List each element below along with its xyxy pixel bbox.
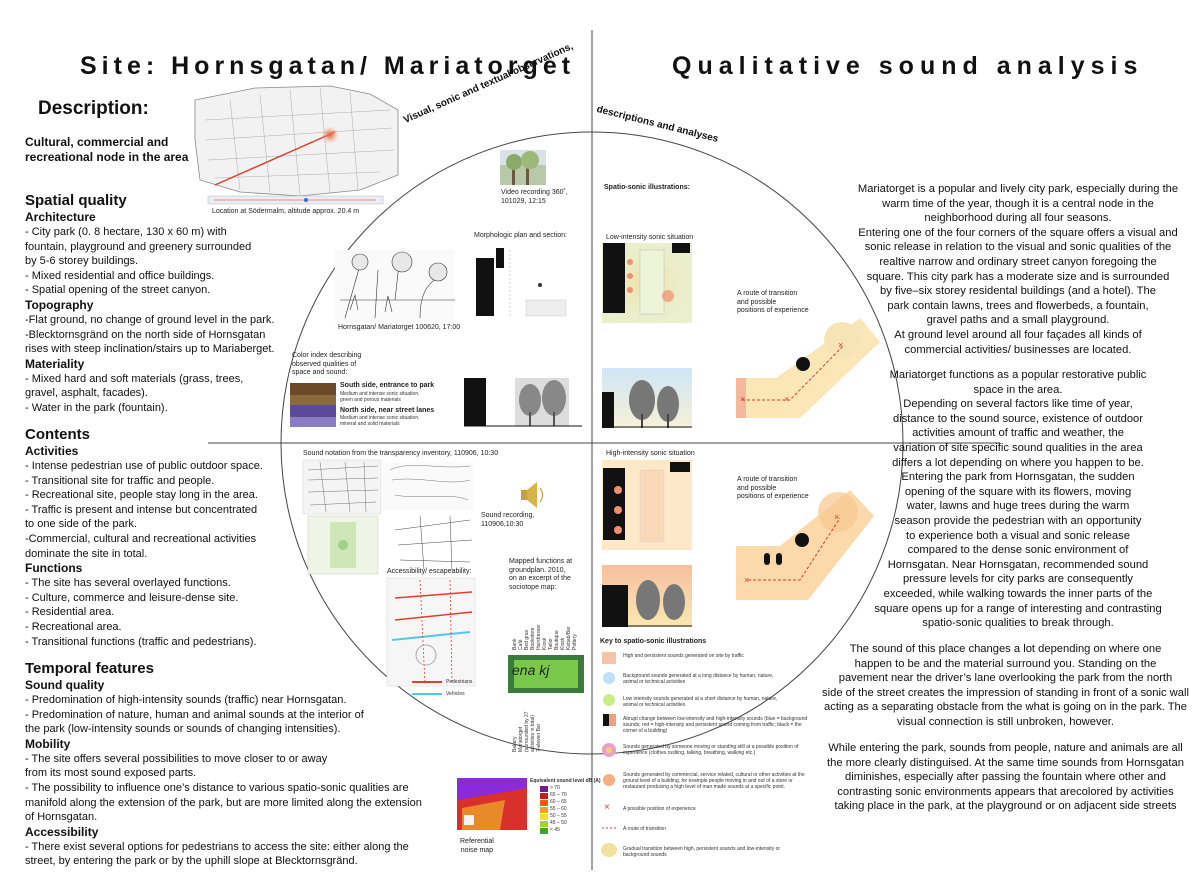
noise-caption: Referential noise map xyxy=(460,838,494,854)
low-intensity-caption: Low-intensity sonic situation xyxy=(606,234,694,241)
key-swatches: × xyxy=(601,652,617,857)
noise-legend: > 70 65 – 70 60 – 65 55 – 60 50 – 55 45 … xyxy=(550,785,567,833)
video-caption: Video recording 360˚, 101029, 12:15 xyxy=(501,189,568,205)
vehicles-label: Vehicles xyxy=(446,691,465,697)
key-item-2: Background sounds generated at a long di… xyxy=(623,673,774,685)
route-caption-upper: A route of transition and possible posit… xyxy=(737,290,809,314)
svg-text:×: × xyxy=(604,802,610,813)
temporal-block: Temporal features Sound quality - Predom… xyxy=(25,660,422,868)
svg-text:ena kj: ena kj xyxy=(512,662,550,678)
accessibility-map xyxy=(386,577,476,695)
noise-legend-title: Equivalent sound level dB (A) xyxy=(530,778,601,784)
right-paragraph-1: Mariatorget is a popular and lively city… xyxy=(857,183,1179,356)
video-still xyxy=(500,150,546,185)
right-paragraph-3: The sound of this place changes a lot de… xyxy=(822,643,1189,728)
noise-map xyxy=(457,778,548,834)
notation-caption: Sound notation from the transparency inv… xyxy=(303,450,499,457)
svg-text:×: × xyxy=(740,394,745,404)
mapped-functions-map: ena kj xyxy=(508,655,584,693)
sound-notation xyxy=(302,459,473,515)
sketch-caption: Hornsgatan/ Mariatorget 100620, 17:00 xyxy=(338,324,461,331)
analysis-title: Qualitative sound analysis xyxy=(672,52,1144,80)
location-map xyxy=(194,85,399,205)
svg-text:×: × xyxy=(834,512,839,522)
route-caption-lower: A route of transition and possible posit… xyxy=(737,476,809,500)
low-intensity-plan xyxy=(602,243,692,323)
park-sketch xyxy=(335,250,455,322)
accessibility-caption: Accessibility/ escapeability: xyxy=(387,568,472,575)
route-diagram-upper: × × × xyxy=(736,318,880,418)
right-paragraph-4: While entering the park, sounds from peo… xyxy=(827,742,1184,813)
color-index-caption: Color index describing observed qualitie… xyxy=(292,352,362,376)
section-drawing xyxy=(464,378,582,428)
spatio-caption: Spatio-sonic illustrations: xyxy=(604,184,690,191)
location-caption: Location at Södermalm, altitude approx. … xyxy=(212,208,360,215)
spatial-block: Spatial quality Architecture - City park… xyxy=(25,192,275,414)
bottom-functions: Bakery Mariatorget (surrounded by 27 act… xyxy=(512,711,542,752)
mapped-caption: Mapped functions at groundplan. 2010, on… xyxy=(509,558,573,591)
recording-caption: Sound recording, 110906,10:30 xyxy=(481,512,535,528)
svg-text:×: × xyxy=(838,340,843,350)
description-heading: Description: xyxy=(38,98,149,119)
key-item-7: A possible position of experience xyxy=(623,806,696,812)
key-item-8: A route of transition xyxy=(623,826,667,832)
key-item-6: Sounds generated by commercial, service … xyxy=(623,772,805,790)
color-index xyxy=(290,383,336,427)
high-intensity-caption: High-intensity sonic situation xyxy=(606,450,695,457)
route-diagram-lower: × × xyxy=(736,490,874,600)
key-item-1: High and persistent sounds generated on … xyxy=(623,653,744,659)
right-paragraph-2: Mariatorget functions as a popular resto… xyxy=(874,369,1162,630)
pedestrians-label: Pedestrians xyxy=(446,679,473,685)
key-heading: Key to spatio-sonic illustrations xyxy=(600,638,707,645)
svg-text:×: × xyxy=(784,394,789,404)
morph-caption: Morphologic plan and section: xyxy=(474,232,568,239)
color-index-labels: South side, entrance to park Medium and … xyxy=(340,382,435,427)
key-item-9: Gradual transition between high, persist… xyxy=(623,846,781,858)
morphologic-plan xyxy=(470,242,570,322)
contents-block: Contents Activities - Intense pedestrian… xyxy=(25,426,263,648)
high-intensity-section xyxy=(602,565,692,627)
notation-plan xyxy=(307,515,379,575)
high-intensity-plan xyxy=(602,460,692,550)
svg-text:×: × xyxy=(744,575,749,585)
key-item-5: Sounds generated by someone moving or st… xyxy=(623,744,799,756)
sketch-lower xyxy=(394,515,473,571)
functions-list: Bank Café Bed gras Bookstore Hairdresser… xyxy=(512,624,578,650)
speaker-icon[interactable] xyxy=(521,482,544,508)
key-item-4: Abrupt change between low-intensity and … xyxy=(623,716,808,734)
low-intensity-section xyxy=(602,368,692,428)
key-item-3: Low intensity sounds generated at a shor… xyxy=(623,696,778,708)
site-title: Site: Hornsgatan/ Mariatorget xyxy=(80,52,576,80)
